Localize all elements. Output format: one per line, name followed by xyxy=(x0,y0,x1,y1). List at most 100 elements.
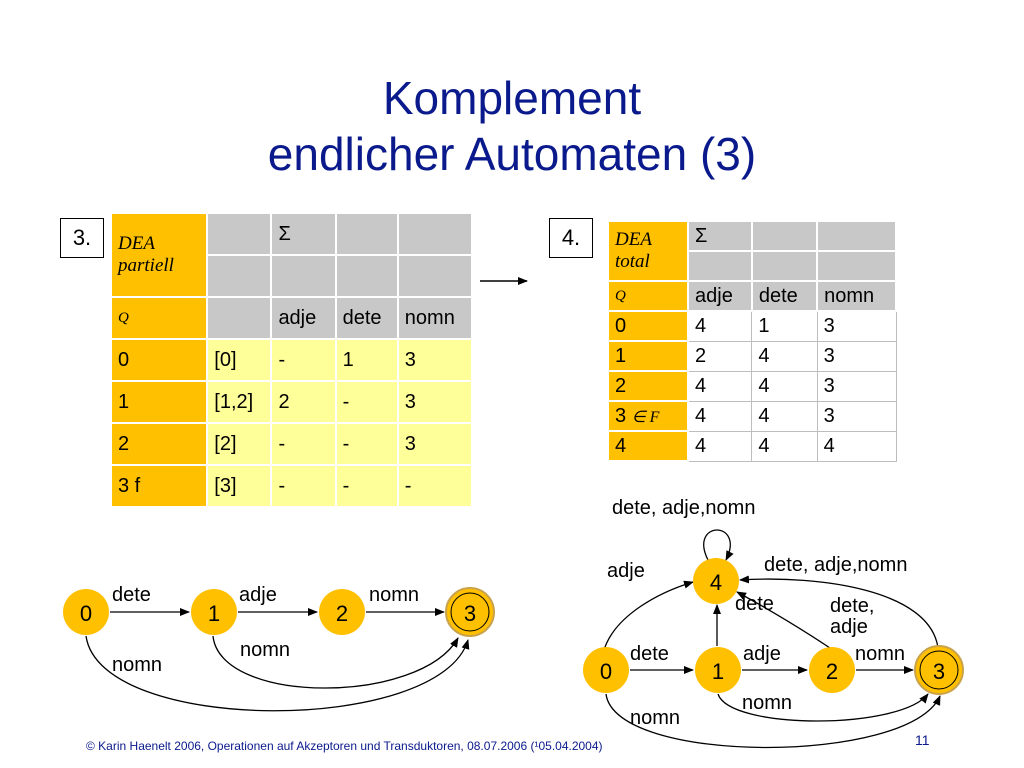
table-cell: 3 xyxy=(816,400,897,432)
state-cell: 0 xyxy=(607,310,689,342)
header-dea-text: DEA xyxy=(118,233,155,254)
table-cell: 3 xyxy=(396,422,474,466)
header-cell xyxy=(206,254,273,298)
table-cell: 4 xyxy=(816,430,897,462)
dea-total-table: DEA total Σ Q adje dete nomn 0 4 1 3 1 2… xyxy=(607,220,897,462)
table-cell: 3 xyxy=(396,380,474,424)
edge-3-4 xyxy=(739,575,939,649)
state-cell: 2 xyxy=(109,422,209,466)
header-cell xyxy=(816,220,897,252)
table-cell: - xyxy=(270,338,337,382)
state-0: 0 xyxy=(583,647,629,693)
q-header: Q xyxy=(109,296,209,340)
header-cell xyxy=(396,212,474,256)
state-0: 0 xyxy=(63,589,109,635)
header-partiell-text: partiell xyxy=(118,255,174,276)
edge-label: nomn xyxy=(855,643,905,665)
state-2-label: 2 xyxy=(336,601,348,626)
table-cell: 3 xyxy=(816,340,897,372)
footer-copyright: © Karin Haenelt 2006, Operationen auf Ak… xyxy=(86,739,603,753)
state-1-label: 1 xyxy=(208,601,220,626)
table-header-dea: DEA partiell xyxy=(109,212,209,298)
state-1-label: 1 xyxy=(712,659,724,684)
edge-label: dete xyxy=(112,584,151,606)
step-3-label: 3. xyxy=(60,218,104,258)
table-cell: - xyxy=(396,464,474,508)
table-cell: 1 xyxy=(334,338,399,382)
header-dea-text: DEA xyxy=(615,229,652,250)
table-cell: 2 xyxy=(270,380,337,424)
header-cell xyxy=(687,250,753,282)
state-label: 0 xyxy=(615,314,627,337)
header-cell xyxy=(750,250,819,282)
set-cell: [1,2] xyxy=(206,380,273,424)
state-2: 2 xyxy=(809,647,855,693)
edge-label: dete, adje,nomn xyxy=(612,497,755,519)
edge-1-3 xyxy=(717,693,929,722)
header-cell xyxy=(334,254,399,298)
edge-label: nomn xyxy=(630,707,680,729)
table-cell: 4 xyxy=(751,370,818,402)
header-cell xyxy=(750,220,819,252)
edge-label: nomn xyxy=(112,654,162,676)
step-4-label: 4. xyxy=(549,218,593,258)
state-cell: 3 ∈ F xyxy=(607,400,689,432)
state-cell: 1 xyxy=(607,340,689,372)
table-cell: 2 xyxy=(687,340,753,372)
header-cell xyxy=(270,254,337,298)
edge-label: nomn xyxy=(742,692,792,714)
header-total-text: total xyxy=(615,251,650,272)
column-header: dete xyxy=(750,280,819,312)
state-4-label: 4 xyxy=(710,570,722,595)
state-0-label: 0 xyxy=(80,601,92,626)
edge-label: adje xyxy=(830,616,868,638)
state-0-label: 0 xyxy=(600,659,612,684)
set-cell: [3] xyxy=(206,464,273,508)
table-cell: 4 xyxy=(687,370,753,402)
state-3-label: 3 xyxy=(933,659,945,684)
final-state-mark: ∈ F xyxy=(631,408,660,426)
state-3-final: 3 xyxy=(445,587,495,637)
table-cell: - xyxy=(334,422,399,466)
title-line-2: endlicher Automaten (3) xyxy=(267,128,757,180)
state-cell: 4 xyxy=(607,430,689,462)
table-cell: - xyxy=(270,464,337,508)
header-cell xyxy=(206,212,273,256)
table-cell: - xyxy=(334,380,399,424)
state-2-label: 2 xyxy=(826,659,838,684)
header-cell xyxy=(334,212,399,256)
state-cell: 3 f xyxy=(109,464,209,508)
state-label: 3 xyxy=(615,404,627,427)
edge-label: adje xyxy=(607,560,645,582)
table-cell: 4 xyxy=(687,430,753,462)
set-cell: [2] xyxy=(206,422,273,466)
edge-label: adje xyxy=(239,584,277,606)
q-header: Q xyxy=(607,280,689,312)
column-header: dete xyxy=(334,296,399,340)
table-cell: 4 xyxy=(751,340,818,372)
table-cell: 3 xyxy=(396,338,474,382)
state-3-label: 3 xyxy=(464,601,476,626)
column-header: nomn xyxy=(396,296,474,340)
edge-label: dete xyxy=(735,593,774,615)
state-1: 1 xyxy=(695,647,741,693)
state-2: 2 xyxy=(319,589,365,635)
dea-partiell-table: DEA partiell Σ Q adje dete nomn 0 [0] - … xyxy=(109,212,474,508)
state-cell: 0 xyxy=(109,338,209,382)
table-cell: 4 xyxy=(751,430,818,462)
state-label: 2 xyxy=(615,374,627,397)
title-line-1: Komplement xyxy=(382,72,642,124)
edge-label: nomn xyxy=(369,584,419,606)
state-3-final: 3 xyxy=(914,645,964,695)
edge-label: adje xyxy=(743,643,781,665)
edge-2-4 xyxy=(736,591,831,649)
header-cell xyxy=(396,254,474,298)
table-cell: 1 xyxy=(751,310,818,342)
table-cell: 4 xyxy=(687,310,753,342)
column-header: nomn xyxy=(816,280,897,312)
edge-0-3 xyxy=(605,693,941,749)
table-cell: - xyxy=(270,422,337,466)
page-number: 11 xyxy=(915,732,930,748)
edge-0-4 xyxy=(603,580,694,651)
